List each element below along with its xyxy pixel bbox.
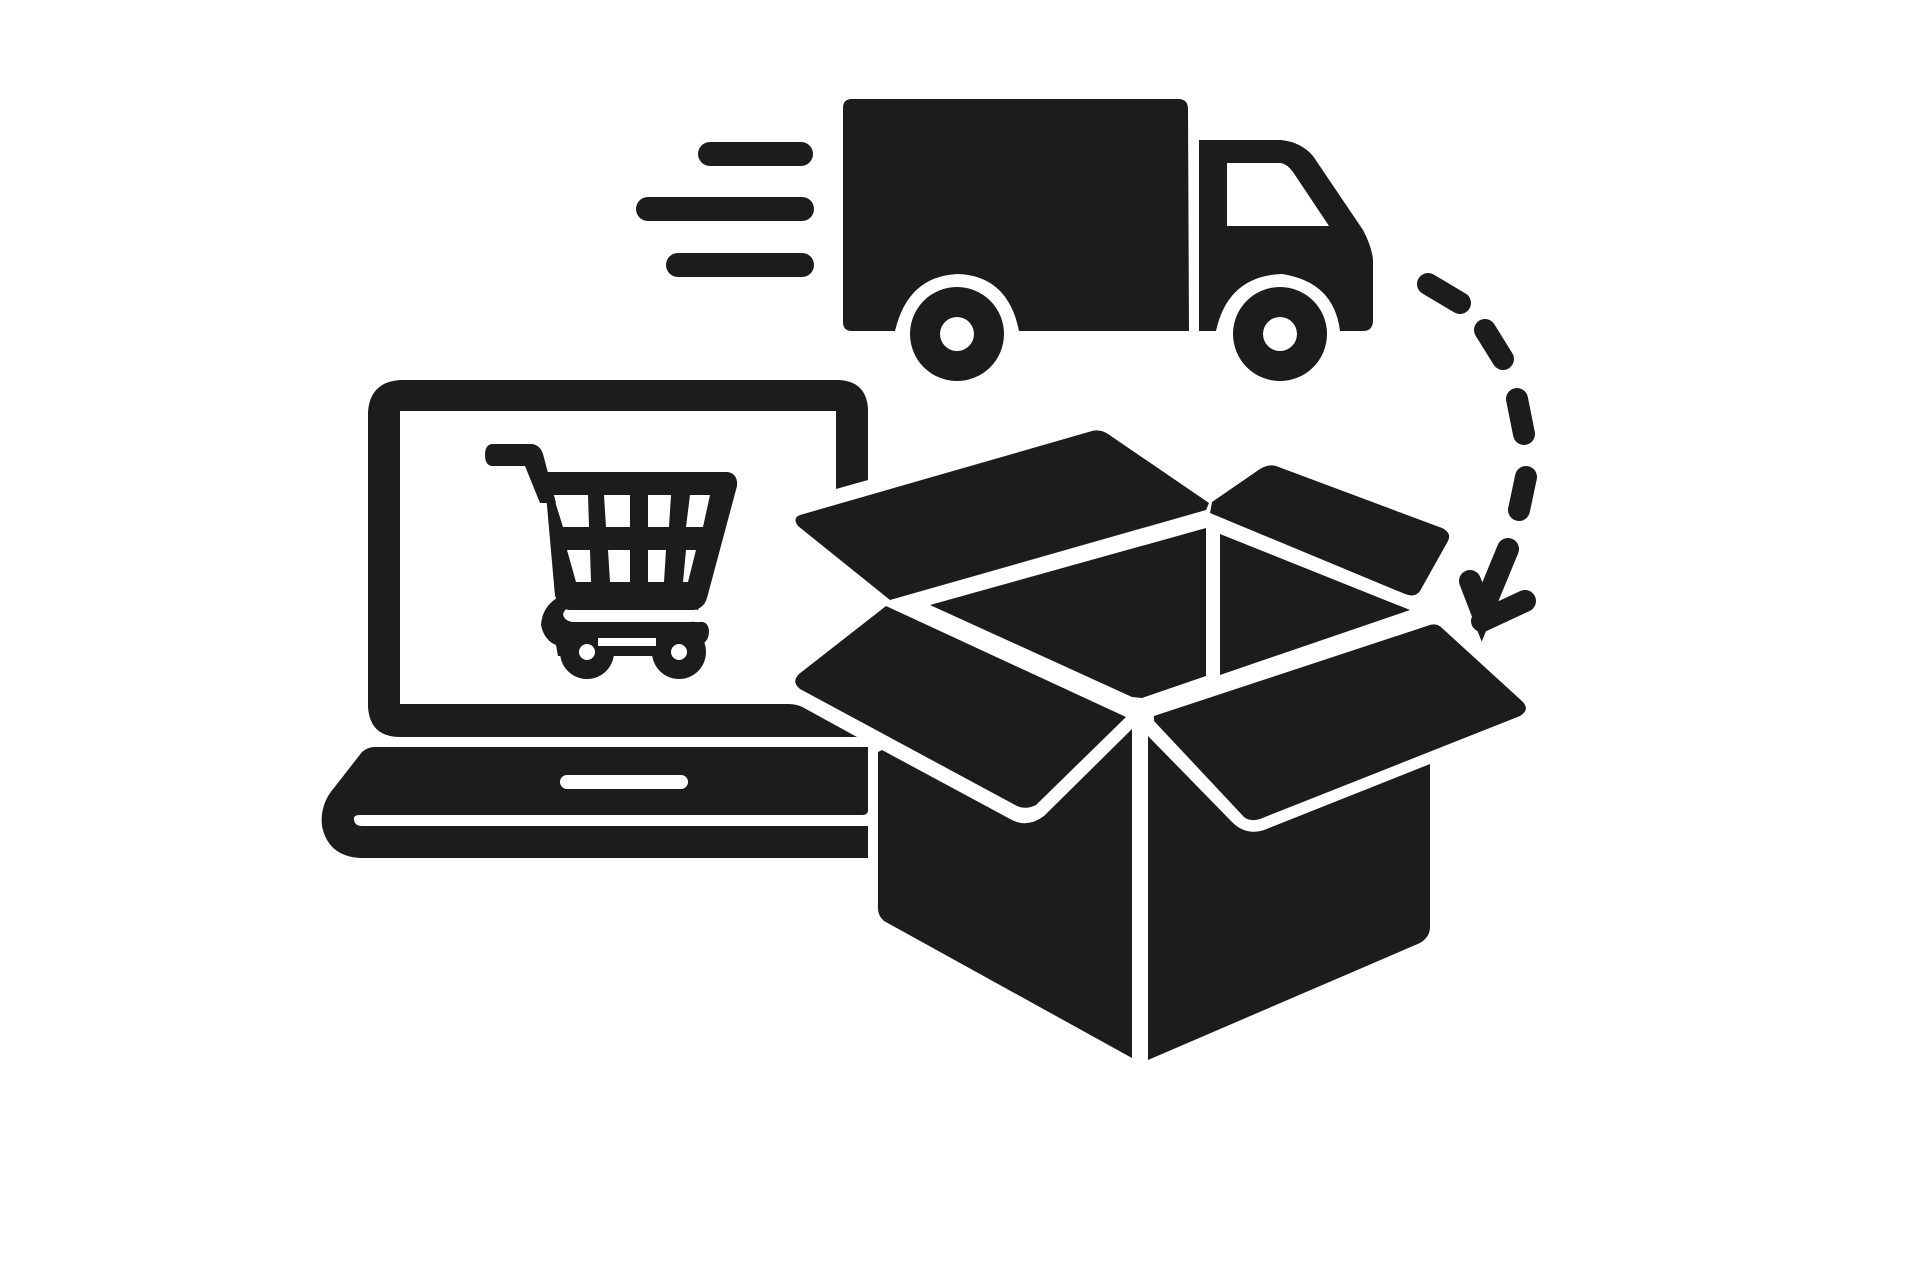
box-flap-front-right [1154, 624, 1526, 821]
cart-wheel-icon [652, 625, 706, 679]
box-flap-front-left [795, 606, 1126, 808]
open-box-icon [795, 430, 1526, 1060]
laptop-icon [321, 380, 869, 858]
box-side-right [1148, 736, 1430, 1060]
truck-wheel-icon [910, 287, 1004, 381]
delivery-truck-icon [636, 99, 1373, 381]
shopping-cart-icon [485, 444, 738, 679]
truck-wheel-icon [1233, 287, 1327, 381]
box-flap-back-left [795, 430, 1209, 600]
box-flap-back-right [1210, 465, 1450, 596]
cart-wheel-icon [560, 625, 614, 679]
dashed-return-arrow-icon [1417, 273, 1537, 642]
box-side-left [877, 729, 1132, 1058]
box-inner-left-panel [930, 528, 1206, 698]
speed-lines-icon [636, 142, 814, 277]
box-inner-right-panel [1220, 534, 1410, 675]
